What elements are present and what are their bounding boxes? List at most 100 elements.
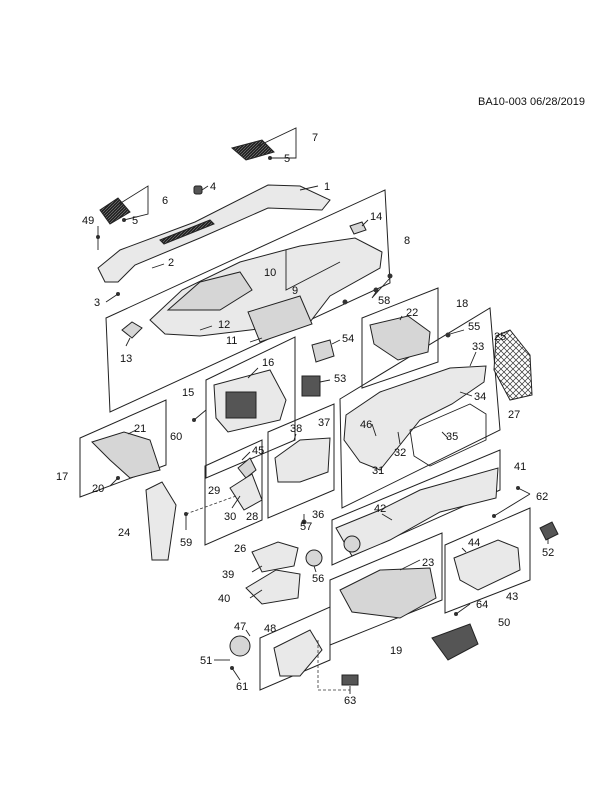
callout-51: 51 <box>200 655 212 667</box>
column-cover-lower <box>245 569 301 605</box>
callout-40: 40 <box>218 593 230 605</box>
callout-59: 59 <box>180 537 192 549</box>
sunload-sensor <box>193 185 203 195</box>
center-stack-trim <box>339 567 437 619</box>
bracket-part-29 <box>237 457 257 479</box>
switch-part-47 <box>229 635 251 657</box>
callout-34: 34 <box>474 391 486 403</box>
instrument-panel-main <box>149 237 383 337</box>
callout-55: 55 <box>468 321 480 333</box>
callout-10: 10 <box>264 267 276 279</box>
trim-part-28 <box>229 473 263 511</box>
column-cover-upper <box>251 541 299 573</box>
glove-box-door <box>343 365 487 471</box>
instrument-cluster <box>274 437 331 483</box>
defrost-vent-grille <box>159 219 215 245</box>
leader-58 <box>371 277 391 299</box>
switch-part-53 <box>301 375 321 397</box>
bezel-part-50 <box>431 623 479 661</box>
leader-40 <box>249 589 263 599</box>
leader-21 <box>127 429 137 435</box>
callout-42: 42 <box>374 503 386 515</box>
callout-48: 48 <box>264 623 276 635</box>
callout-3: 3 <box>94 297 100 309</box>
leader-62 <box>493 487 531 517</box>
frame-27 <box>339 307 501 509</box>
fastener-58a <box>373 287 379 293</box>
leader-45 <box>241 451 251 461</box>
callout-20: 20 <box>92 483 104 495</box>
frame-48 <box>259 606 331 691</box>
callout-41: 41 <box>514 461 526 473</box>
mesh-panel-25 <box>493 329 533 401</box>
leader-42 <box>381 513 393 521</box>
frame-17 <box>79 399 167 498</box>
group-leader-lines <box>97 127 549 694</box>
leader-7 <box>257 127 297 159</box>
callout-28: 28 <box>246 511 258 523</box>
callout-24: 24 <box>118 527 130 539</box>
callout-53: 53 <box>334 373 346 385</box>
callout-35: 35 <box>446 431 458 443</box>
callout-17: 17 <box>56 471 68 483</box>
lower-cover-48 <box>273 629 323 677</box>
speaker-grille-left <box>99 197 131 225</box>
switch-part-54 <box>311 339 335 363</box>
callout-21: 21 <box>134 423 146 435</box>
callout-32: 32 <box>394 447 406 459</box>
callout-18: 18 <box>456 298 468 310</box>
frame-26 <box>204 439 263 546</box>
instrument-cluster-hood <box>166 271 253 311</box>
trim-panel-44 <box>453 539 521 591</box>
frame-43 <box>444 507 531 614</box>
leader-55 <box>449 329 465 335</box>
group-callouts: 1 2 3 4 5 5 6 7 8 9 10 11 12 13 14 15 16… <box>56 132 554 707</box>
leader-10 <box>285 250 341 291</box>
callout-37: 37 <box>318 417 330 429</box>
frame-8 <box>105 189 391 413</box>
leader-46 <box>371 423 377 437</box>
knee-bolster <box>335 467 499 557</box>
upper-dash-pad <box>97 184 331 283</box>
side-trim-24 <box>145 481 177 561</box>
callout-60: 60 <box>170 431 182 443</box>
callout-46: 46 <box>360 419 372 431</box>
leader-6 <box>115 185 149 221</box>
side-vent-part-13 <box>121 321 143 339</box>
callout-25: 25 <box>494 331 506 343</box>
leader-3 <box>105 293 119 303</box>
leader-44 <box>461 547 467 553</box>
callout-12: 12 <box>218 319 230 331</box>
callout-30: 30 <box>224 511 236 523</box>
leader-61 <box>231 667 241 681</box>
callout-63: 63 <box>344 695 356 707</box>
leader-60 <box>193 409 207 421</box>
callout-38: 38 <box>290 423 302 435</box>
callout-47: 47 <box>234 621 246 633</box>
callout-23: 23 <box>422 557 434 569</box>
callout-19: 19 <box>390 645 402 657</box>
cluster-display <box>225 391 257 419</box>
callout-64: 64 <box>476 599 488 611</box>
leader-13 <box>125 337 131 347</box>
callout-61: 61 <box>236 681 248 693</box>
callout-52: 52 <box>542 547 554 559</box>
center-air-vent <box>247 295 313 343</box>
dashed-guide-59 <box>185 495 237 515</box>
switch-part-52 <box>539 521 559 541</box>
frame-18 <box>361 287 439 389</box>
callout-43: 43 <box>506 591 518 603</box>
callout-6: 6 <box>162 195 168 207</box>
callout-27: 27 <box>508 409 520 421</box>
clip-part-63 <box>341 674 359 686</box>
leader-12 <box>199 325 213 331</box>
leader-16 <box>247 367 259 379</box>
callout-57: 57 <box>300 521 312 533</box>
leader-20 <box>109 477 119 487</box>
callout-26: 26 <box>234 543 246 555</box>
leader-47 <box>245 629 251 637</box>
callout-62: 62 <box>536 491 548 503</box>
group-fasteners <box>96 156 520 670</box>
leader-35 <box>441 431 449 439</box>
